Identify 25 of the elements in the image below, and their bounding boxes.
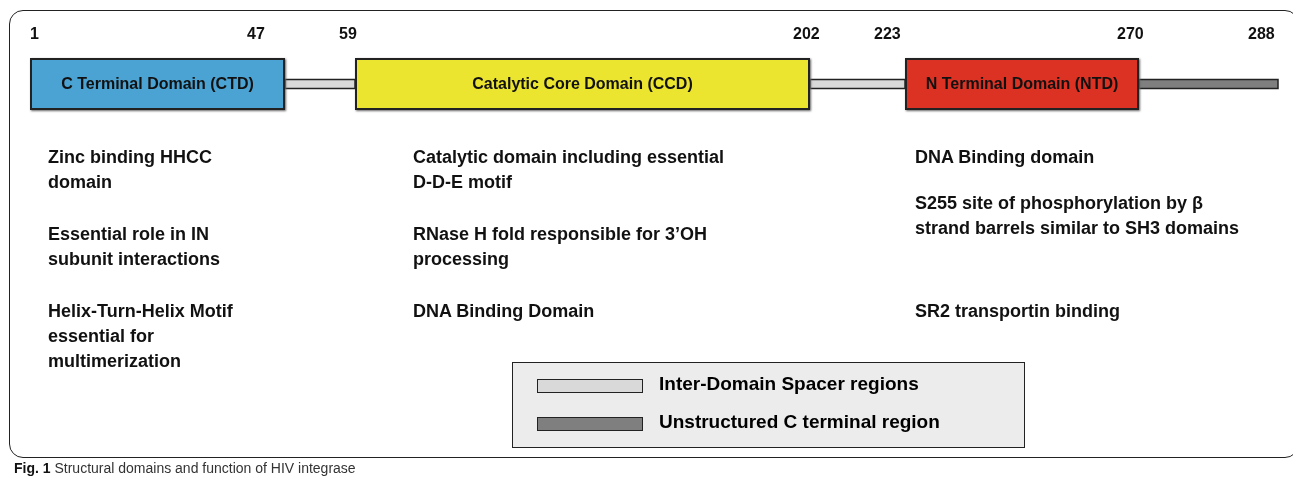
legend-text: Inter-Domain Spacer regions — [659, 373, 919, 395]
function-note: Catalytic domain including essential D-D-E motif — [413, 146, 726, 195]
residue-number: 288 — [1248, 25, 1275, 43]
function-note: SR2 transportin binding — [915, 300, 1121, 323]
function-note: Helix-Turn-Helix Motif essential for multimerization — [48, 300, 234, 374]
residue-number: 202 — [793, 25, 820, 43]
function-note: DNA Binding domain — [915, 146, 1096, 169]
spacer-bar — [284, 78, 356, 90]
figure-caption: Fig. 1 Structural domains and function of HIV integrase — [14, 460, 356, 476]
residue-number: 223 — [874, 25, 901, 43]
residue-number: 270 — [1117, 25, 1144, 43]
domain-box: C Terminal Domain (CTD) — [30, 58, 285, 110]
spacer-bar — [809, 78, 906, 90]
domain-box: N Terminal Domain (NTD) — [905, 58, 1139, 110]
function-note: Essential role in IN subunit interactions — [48, 223, 221, 272]
spacer-bar — [1138, 78, 1279, 90]
function-note: S255 site of phosphorylation by β strand barrels similar to SH3 domains — [915, 192, 1241, 241]
function-note: RNase H fold responsible for 3’OH processing — [413, 223, 709, 272]
residue-number: 1 — [30, 25, 39, 43]
domain-box: Catalytic Core Domain (CCD) — [355, 58, 810, 110]
function-note: Zinc binding HHCC domain — [48, 146, 213, 195]
function-note: DNA Binding Domain — [413, 300, 596, 323]
legend-text: Unstructured C terminal region — [659, 411, 940, 433]
residue-number: 47 — [247, 25, 265, 43]
residue-number: 59 — [339, 25, 357, 43]
